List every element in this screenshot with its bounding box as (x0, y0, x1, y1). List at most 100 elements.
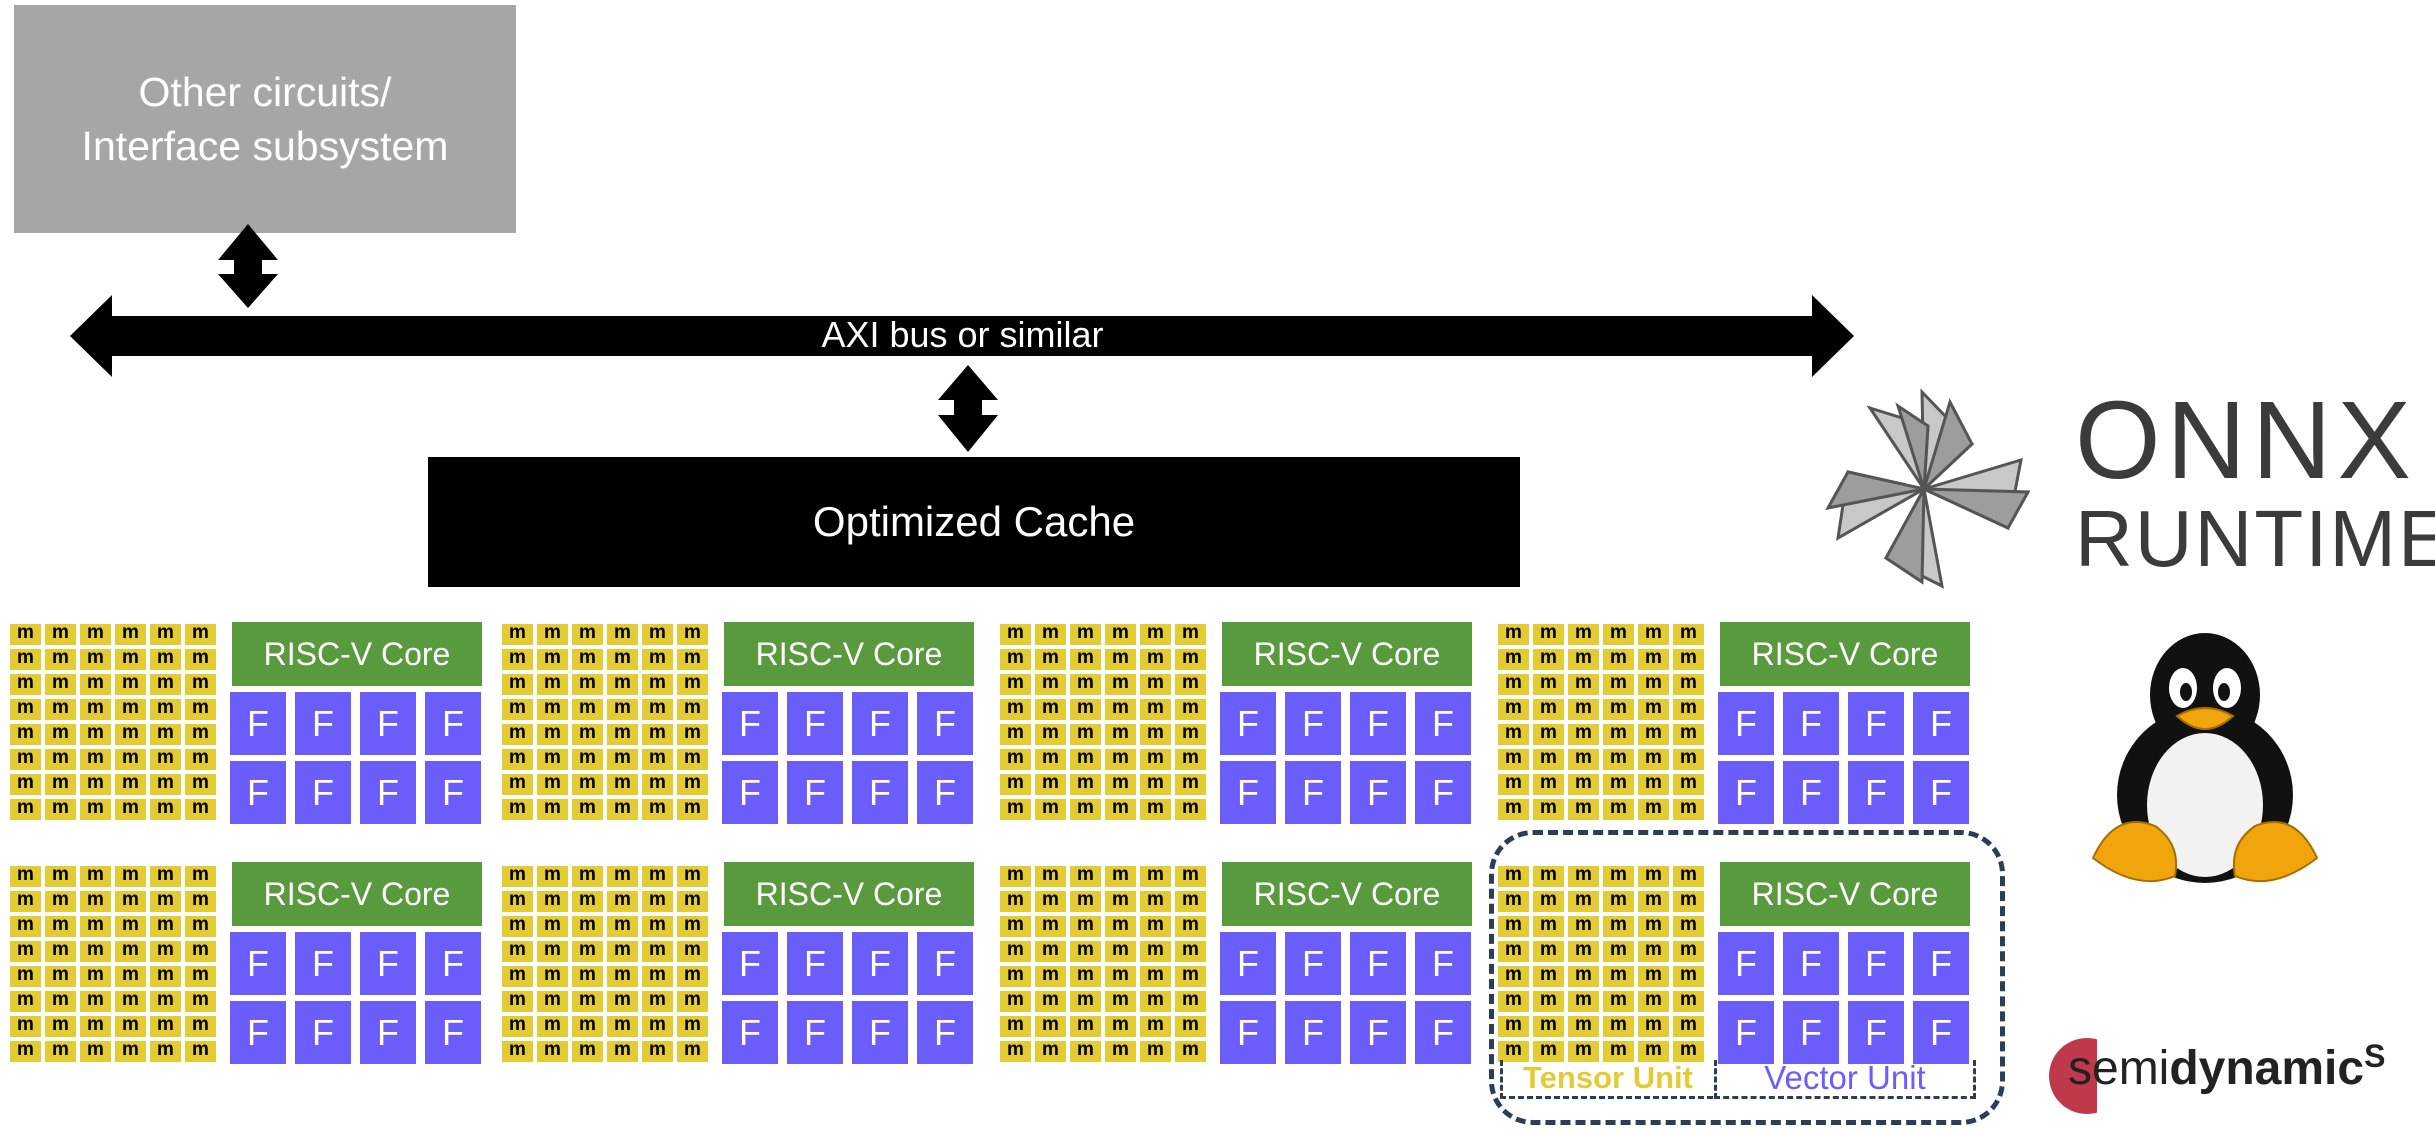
tensor-cell: m (1035, 865, 1066, 887)
tensor-cell: m (572, 1040, 603, 1062)
tensor-cell: m (607, 673, 638, 695)
tensor-cell: m (1568, 890, 1599, 912)
tensor-cell: m (1498, 723, 1529, 745)
tensor-cell: m (502, 798, 533, 820)
vector-cell: F (1718, 761, 1774, 824)
vector-cell: F (1718, 692, 1774, 755)
tensor-cell: m (1673, 965, 1704, 987)
tensor-cell: m (502, 748, 533, 770)
vector-cell: F (1285, 761, 1341, 824)
tensor-cell: m (1140, 698, 1171, 720)
tensor-cell: m (1603, 965, 1634, 987)
tensor-cell: m (1673, 673, 1704, 695)
tensor-cell: m (1175, 940, 1206, 962)
tensor-cell: m (607, 865, 638, 887)
tensor-cell: m (1603, 990, 1634, 1012)
tensor-cell: m (80, 915, 111, 937)
vector-cell: F (1783, 932, 1839, 995)
tensor-cell: m (1070, 648, 1101, 670)
vector-cell: F (917, 761, 973, 824)
tensor-cell: m (1673, 748, 1704, 770)
vector-cell: F (1848, 1001, 1904, 1064)
tensor-cell: m (45, 648, 76, 670)
tensor-cell: m (1568, 940, 1599, 962)
tensor-cell: m (1638, 723, 1669, 745)
tensor-cell: m (115, 990, 146, 1012)
tensor-cell: m (1000, 1015, 1031, 1037)
tensor-cell: m (1498, 915, 1529, 937)
tensor-cell: m (185, 798, 216, 820)
tensor-cell: m (45, 890, 76, 912)
tensor-cell: m (1603, 648, 1634, 670)
tensor-cell: m (1070, 890, 1101, 912)
tensor-cell: m (80, 865, 111, 887)
tensor-cell: m (1105, 1040, 1136, 1062)
tensor-cell: m (1603, 915, 1634, 937)
tensor-cell: m (45, 623, 76, 645)
tensor-cell: m (1140, 773, 1171, 795)
tensor-cell: m (1000, 623, 1031, 645)
tensor-cell: m (1105, 965, 1136, 987)
tensor-cell: m (607, 798, 638, 820)
other-bus-double-arrow (218, 224, 278, 308)
tensor-cell: m (642, 940, 673, 962)
tensor-cell: m (1070, 623, 1101, 645)
vector-cell: F (1718, 1001, 1774, 1064)
onnx-title: ONNX (2075, 379, 2417, 502)
tensor-cell: m (1105, 798, 1136, 820)
onnx-wordmark: ONNX RUNTIME (2075, 386, 2435, 582)
tensor-cell: m (45, 723, 76, 745)
tensor-cell: m (572, 798, 603, 820)
tensor-cell: m (1603, 623, 1634, 645)
tensor-cell: m (1175, 990, 1206, 1012)
tensor-cell: m (1498, 773, 1529, 795)
tensor-cell: m (607, 1040, 638, 1062)
tensor-cell: m (1175, 773, 1206, 795)
tensor-cell: m (80, 648, 111, 670)
tensor-cell: m (1638, 1040, 1669, 1062)
tensor-cell: m (80, 798, 111, 820)
tensor-cell: m (677, 723, 708, 745)
tensor-cell: m (1070, 673, 1101, 695)
tensor-cell: m (502, 723, 533, 745)
vector-cell: F (1718, 932, 1774, 995)
tensor-cell: m (1603, 865, 1634, 887)
vector-cell: F (1783, 1001, 1839, 1064)
vector-cell: F (1913, 1001, 1969, 1064)
vector-cell: F (1415, 692, 1471, 755)
tensor-cell: m (1603, 890, 1634, 912)
tensor-cell: m (115, 673, 146, 695)
tensor-cell: m (1105, 648, 1136, 670)
tensor-cell: m (1533, 940, 1564, 962)
tensor-cell: m (537, 865, 568, 887)
tensor-cell: m (642, 648, 673, 670)
tensor-cell: m (150, 915, 181, 937)
tensor-cell: m (1070, 865, 1101, 887)
tensor-cell: m (1568, 990, 1599, 1012)
tensor-cell: m (1140, 673, 1171, 695)
tensor-cell: m (115, 890, 146, 912)
tensor-cell: m (502, 698, 533, 720)
tensor-cell: m (572, 915, 603, 937)
tensor-cell: m (10, 1015, 41, 1037)
tensor-cell: m (10, 698, 41, 720)
tensor-cell: m (1638, 990, 1669, 1012)
tensor-cell: m (502, 648, 533, 670)
vector-cell: F (230, 692, 286, 755)
tensor-cell: m (607, 648, 638, 670)
tensor-cell: m (80, 940, 111, 962)
tensor-cell: m (1035, 940, 1066, 962)
tensor-cell: m (537, 915, 568, 937)
tensor-cell: m (572, 1015, 603, 1037)
other-circuits-box: Other circuits/ Interface subsystem (14, 5, 516, 233)
tensor-cell: m (1000, 965, 1031, 987)
tensor-cell: m (115, 1015, 146, 1037)
tensor-cell: m (1673, 698, 1704, 720)
tensor-cell: m (502, 623, 533, 645)
vector-cell: F (852, 1001, 908, 1064)
